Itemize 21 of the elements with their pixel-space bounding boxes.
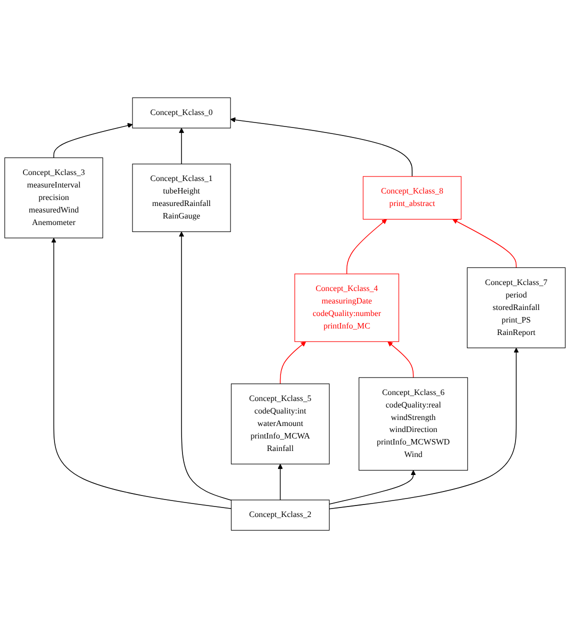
arrow xyxy=(278,464,283,500)
node-box: Concept_Kclass_5 codeQuality:int waterAmount printInfo_MCWA Rainfall xyxy=(230,384,330,464)
arrow xyxy=(346,219,387,274)
arrow xyxy=(51,238,232,509)
arrow xyxy=(230,117,413,177)
arrow xyxy=(388,341,414,378)
arrow xyxy=(53,122,133,158)
arrow xyxy=(178,231,232,501)
arrow xyxy=(178,128,184,164)
arrow xyxy=(328,348,519,510)
node-box: Concept_Kclass_6 codeQuality:real windStrength windDirection printInfo_MCWSWD Wind xyxy=(358,377,468,471)
arrow xyxy=(280,341,306,384)
node-box: Concept_Kclass_1 tubeHeight measuredRainfall RainGauge xyxy=(132,164,231,232)
node-box: Concept_Kclass_4 measuringDate codeQuality:number printInfo_MC xyxy=(294,274,400,342)
node-box: Concept_Kclass_0 xyxy=(132,97,231,128)
node-box: Concept_Kclass_2 xyxy=(230,500,330,531)
arrow xyxy=(328,470,416,504)
node-box: Concept_Kclass_8 print_abstract xyxy=(362,176,462,220)
arrow xyxy=(452,219,517,268)
node-box: Concept_Kclass_7 period storedRainfall print_PS RainReport xyxy=(466,267,566,348)
node-box: Concept_Kclass_3 measureInterval precision measuredWind Anemometer xyxy=(4,157,104,238)
